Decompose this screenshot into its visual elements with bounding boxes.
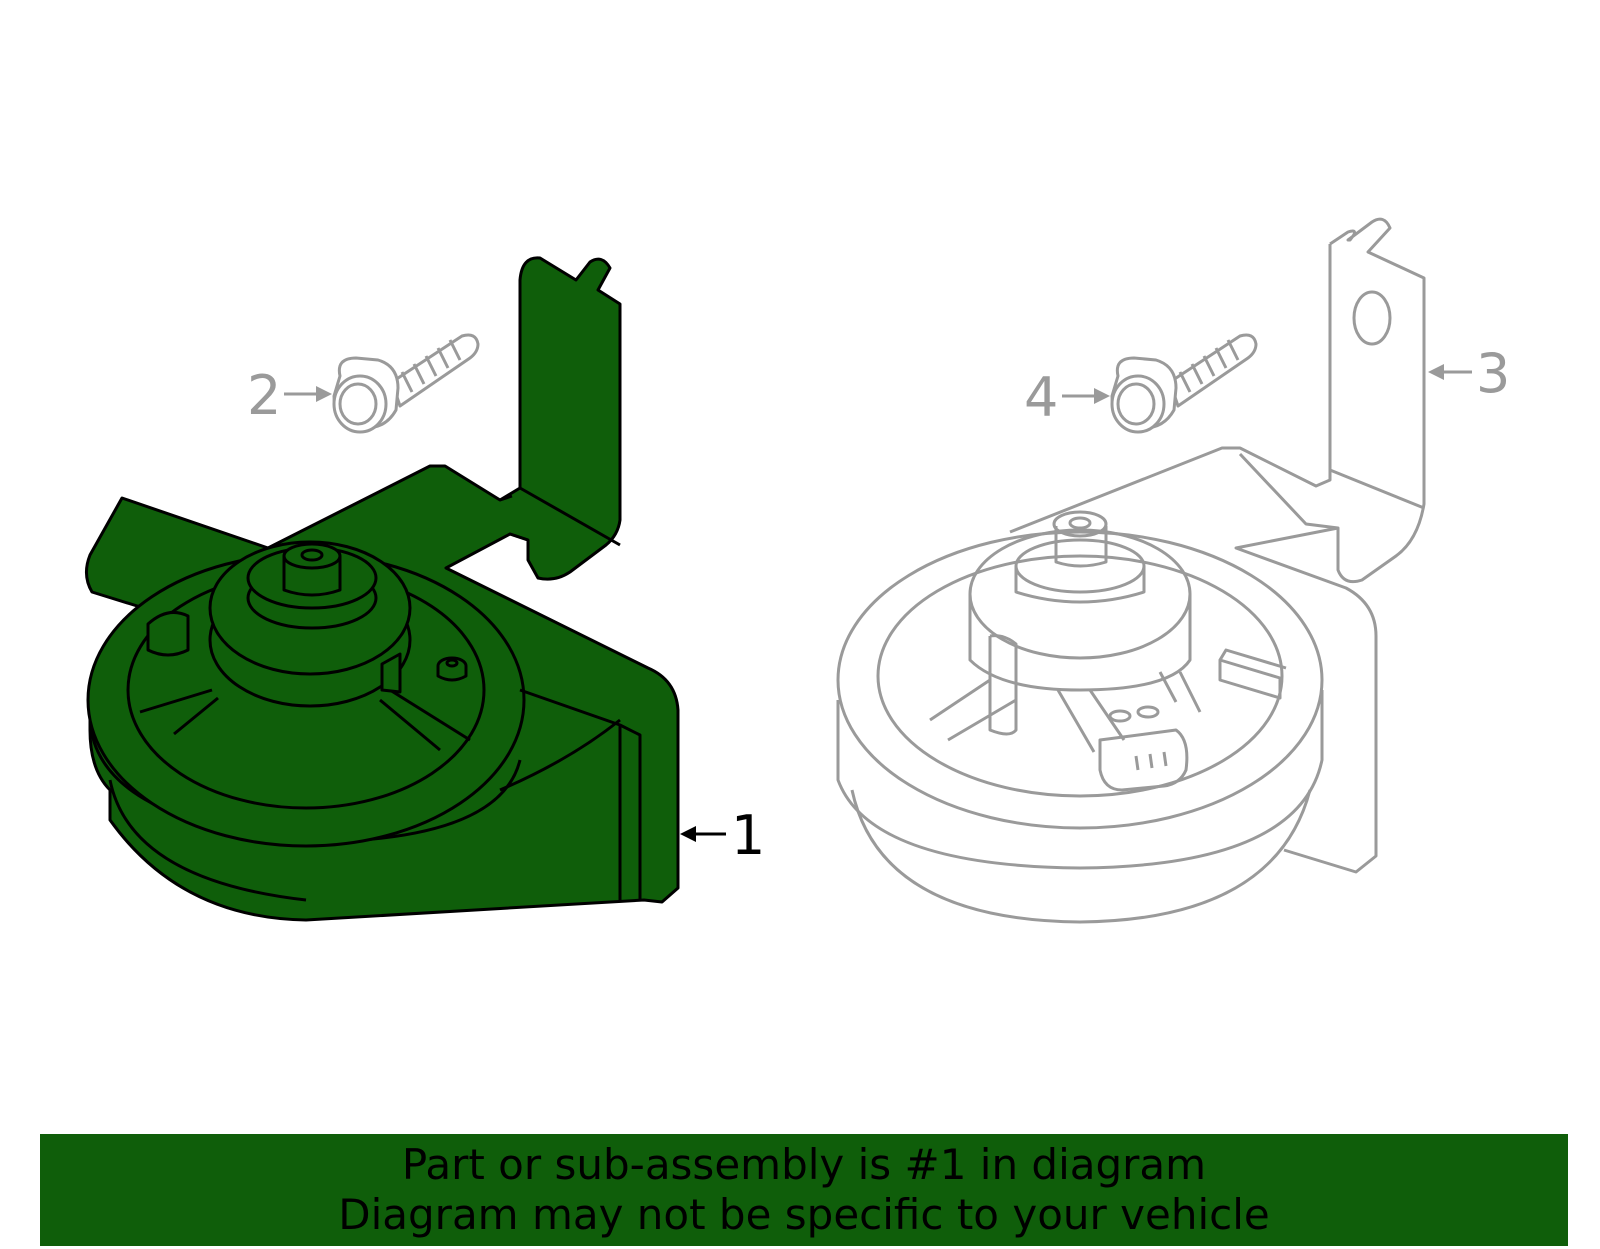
callout-label-2[interactable]: 2 — [247, 364, 281, 427]
callout-label-4[interactable]: 4 — [1024, 366, 1058, 429]
callout-label-1[interactable]: 1 — [731, 804, 765, 867]
callout-arrow-3 — [1428, 364, 1472, 380]
banner-line-part-number: Part or sub-assembly is #1 in diagram — [401, 1140, 1207, 1189]
bolt-part-4[interactable] — [1110, 333, 1258, 434]
info-banner: Part or sub-assembly is #1 in diagram Di… — [40, 1134, 1568, 1246]
callout-arrow-4 — [1062, 388, 1110, 404]
parts-diagram: 1 2 3 4 — [85, 217, 1510, 924]
callout-label-3[interactable]: 3 — [1476, 342, 1510, 405]
bolt-part-2[interactable] — [332, 333, 480, 434]
banner-line-disclaimer: Diagram may not be specific to your vehi… — [338, 1190, 1270, 1239]
horn-assembly-part-3[interactable] — [836, 217, 1426, 924]
horn-assembly-part-1[interactable] — [85, 256, 680, 922]
callout-arrow-1 — [680, 826, 726, 842]
callout-arrow-2 — [284, 386, 332, 402]
